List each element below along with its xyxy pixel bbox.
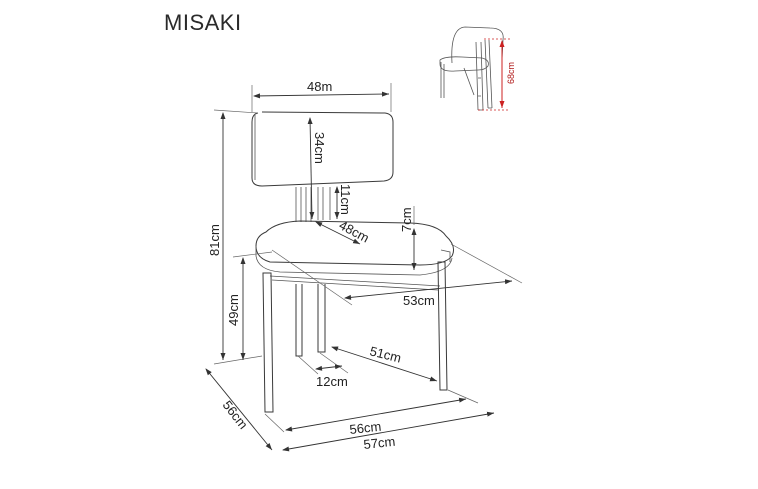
chair-outline <box>251 111 454 413</box>
backrest-height-label: 34cm <box>312 132 327 164</box>
backrest-width-label: 48m <box>307 79 332 94</box>
back-leg-spacing-label: 12cm <box>316 374 348 389</box>
seat-height-label: 49cm <box>226 294 241 326</box>
seat-width-label: 53cm <box>403 293 435 308</box>
front-leg-span-label: 56cm <box>349 419 382 437</box>
total-height-label: 81cm <box>207 224 222 256</box>
side-height-label: 68cm <box>506 62 516 84</box>
product-title: MISAKI <box>164 10 242 35</box>
dimension-labels: 48m 34cm 11cm 48cm 7cm 81cm 49cm 53cm 51… <box>207 79 435 452</box>
gap-height-label: 11cm <box>338 184 353 215</box>
side-view-thumbnail: 68cm <box>439 26 516 111</box>
seat-thickness-label: 7cm <box>399 207 414 232</box>
leg-diagonal-label: 51cm <box>368 343 402 365</box>
total-width-label: 57cm <box>363 434 396 452</box>
dimension-lines <box>205 83 523 452</box>
depth-label: 56cm <box>220 398 251 432</box>
